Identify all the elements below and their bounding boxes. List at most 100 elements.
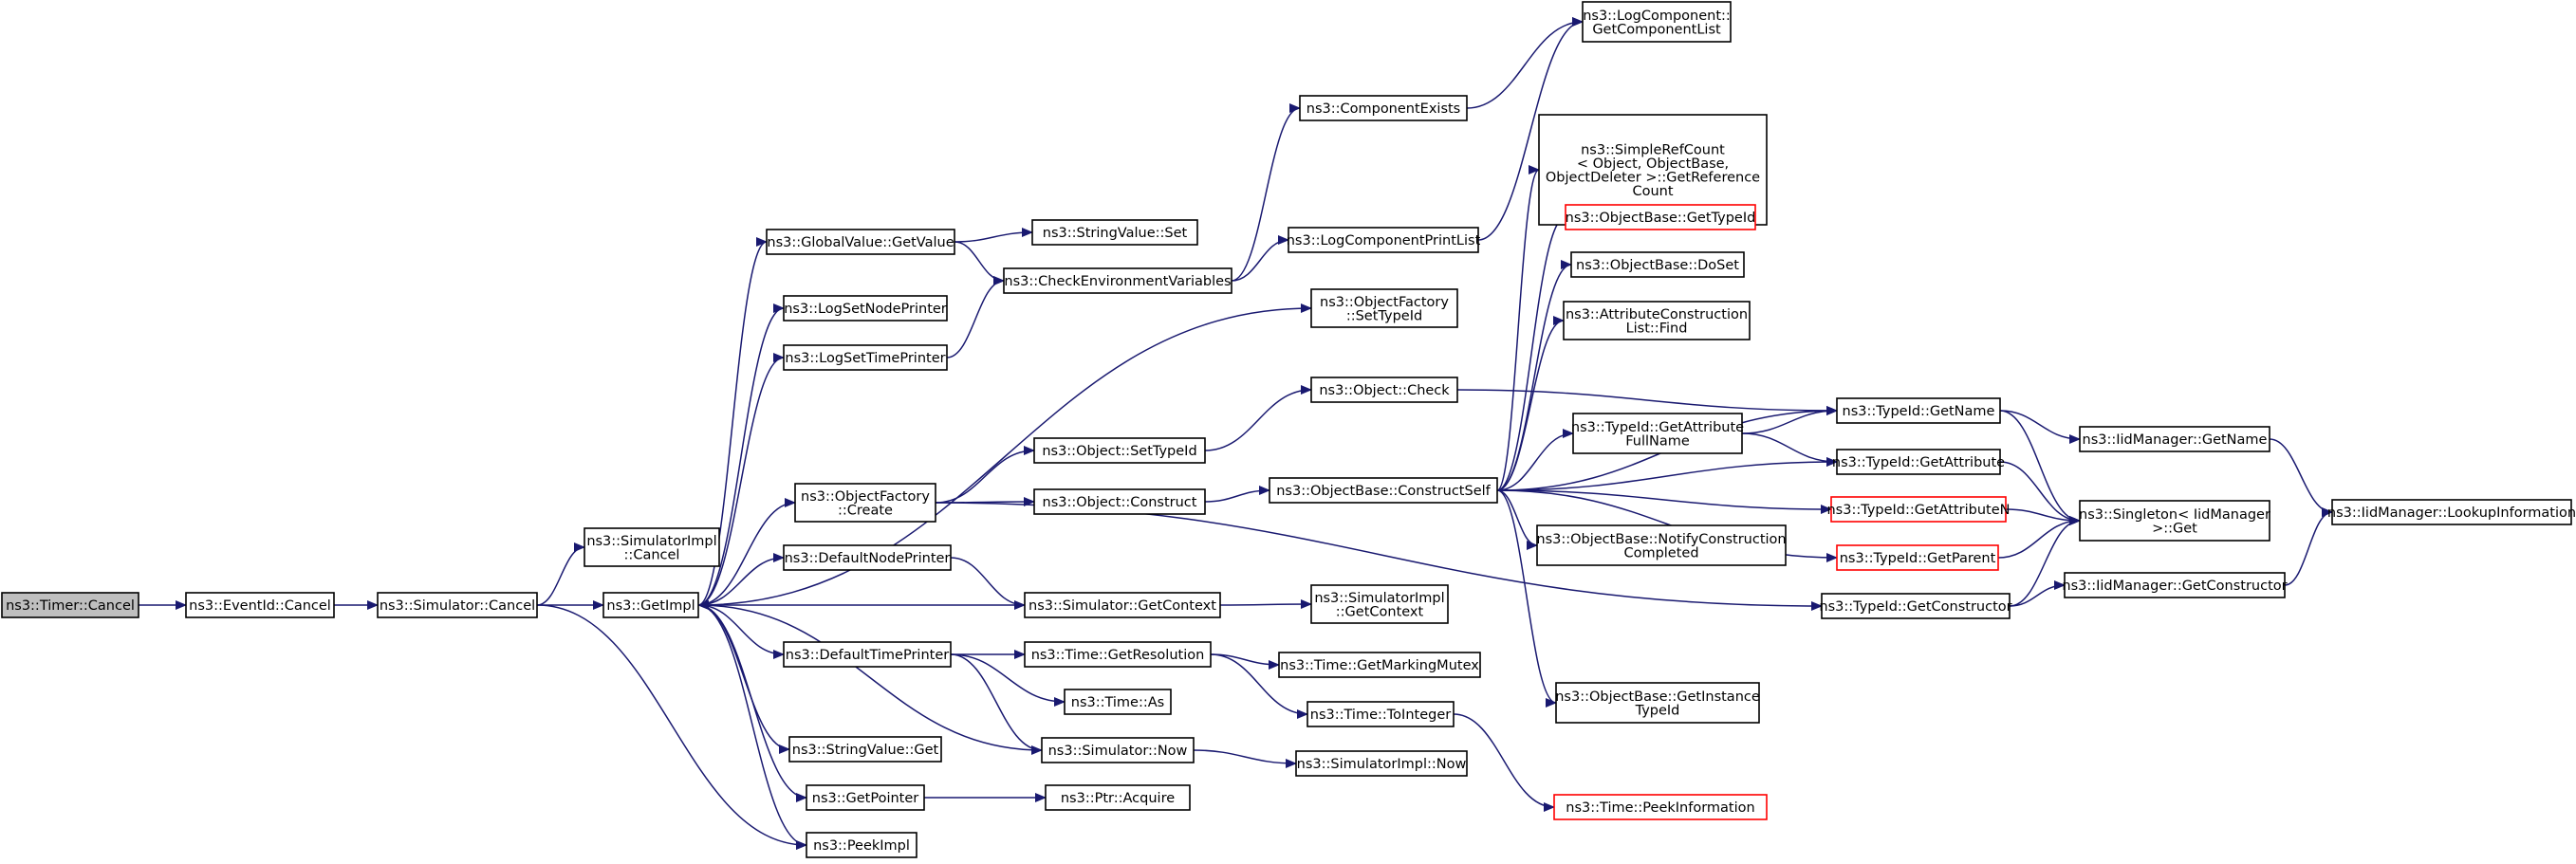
node-iid-lookupinformation[interactable]: ns3::IidManager::LookupInformation (2327, 499, 2576, 525)
node-time-as[interactable]: ns3::Time::As (1064, 689, 1172, 715)
node-simimpl-cancel[interactable]: ns3::SimulatorImpl::Cancel (584, 527, 720, 567)
node-box[interactable] (1, 592, 139, 618)
node-timer-cancel[interactable]: ns3::Timer::Cancel (1, 592, 139, 618)
node-box[interactable] (1310, 584, 1449, 624)
node-box[interactable] (1307, 701, 1455, 727)
node-box[interactable] (1830, 496, 2007, 523)
node-getpointer[interactable]: ns3::GetPointer (806, 784, 925, 811)
node-time-getresolution[interactable]: ns3::Time::GetResolution (1024, 641, 1212, 668)
node-time-getmarkingmutex[interactable]: ns3::Time::GetMarkingMutex (1278, 652, 1481, 678)
node-ob-notifyconstructioncompleted[interactable]: ns3::ObjectBase::NotifyConstructionCompl… (1536, 524, 1787, 566)
node-box[interactable] (1536, 524, 1787, 566)
node-box[interactable] (1821, 593, 2011, 619)
node-ptr-acquire[interactable]: ns3::Ptr::Acquire (1045, 784, 1191, 811)
node-iid-getconstructor[interactable]: ns3::IidManager::GetConstructor (2062, 572, 2288, 598)
node-logsetnodeprinter[interactable]: ns3::LogSetNodePrinter (783, 295, 948, 322)
node-box[interactable] (1033, 488, 1206, 515)
node-obj-construct[interactable]: ns3::Object::Construct (1033, 488, 1206, 515)
node-typeid-getattributen[interactable]: ns3::TypeId::GetAttributeN (1826, 496, 2011, 523)
node-box[interactable] (1288, 227, 1479, 253)
node-ob-doset[interactable]: ns3::ObjectBase::DoSet (1570, 251, 1745, 278)
node-time-peekinformation[interactable]: ns3::Time::PeekInformation (1553, 794, 1768, 820)
node-getimpl[interactable]: ns3::GetImpl (602, 592, 699, 618)
node-box[interactable] (2079, 426, 2270, 452)
node-box[interactable] (1024, 592, 1221, 618)
node-logcomponentprintlist[interactable]: ns3::LogComponentPrintList (1287, 227, 1481, 253)
node-box[interactable] (1041, 737, 1195, 763)
node-obj-settypeid[interactable]: ns3::Object::SetTypeId (1033, 437, 1206, 464)
node-label: ::Cancel (624, 547, 680, 562)
node-checkenv[interactable]: ns3::CheckEnvironmentVariables (1003, 267, 1232, 294)
node-box[interactable] (1031, 219, 1198, 246)
node-box[interactable] (1572, 413, 1743, 454)
node-box[interactable] (1064, 689, 1172, 715)
node-box[interactable] (1310, 377, 1458, 403)
node-box[interactable] (783, 344, 948, 371)
node-ob-gettypeid[interactable]: ns3::ObjectBase::GetTypeId (1565, 204, 1756, 230)
node-iid-getname[interactable]: ns3::IidManager::GetName (2079, 426, 2270, 452)
node-box[interactable] (766, 229, 955, 255)
node-defaultnodeprinter[interactable]: ns3::DefaultNodePrinter (783, 544, 952, 571)
node-box[interactable] (788, 736, 942, 763)
node-box[interactable] (1278, 652, 1481, 678)
node-box[interactable] (1563, 301, 1751, 340)
node-stringvalue-get[interactable]: ns3::StringValue::Get (788, 736, 942, 763)
node-box[interactable] (2079, 500, 2270, 542)
node-box[interactable] (1553, 794, 1768, 820)
node-box[interactable] (1045, 784, 1191, 811)
node-logcomponent-getlist[interactable]: ns3::LogComponent::GetComponentList (1582, 1, 1732, 43)
node-typeid-getname[interactable]: ns3::TypeId::GetName (1836, 397, 2001, 424)
node-typeid-getconstructor[interactable]: ns3::TypeId::GetConstructor (1819, 593, 2012, 619)
node-box[interactable] (1836, 544, 1999, 571)
node-gv-getvalue[interactable]: ns3::GlobalValue::GetValue (766, 229, 955, 255)
node-time-tointeger[interactable]: ns3::Time::ToInteger (1307, 701, 1455, 727)
node-box[interactable] (1033, 437, 1206, 464)
node-box[interactable] (2064, 572, 2286, 598)
node-box[interactable] (1024, 641, 1212, 668)
node-box[interactable] (1269, 477, 1498, 504)
node-box[interactable] (783, 641, 952, 668)
node-typeid-getparent[interactable]: ns3::TypeId::GetParent (1836, 544, 1999, 571)
node-box[interactable] (1836, 397, 2001, 424)
node-box[interactable] (806, 832, 917, 858)
node-sim-cancel[interactable]: ns3::Simulator::Cancel (377, 592, 538, 618)
node-box[interactable] (794, 483, 936, 523)
node-box[interactable] (602, 592, 699, 618)
node-box[interactable] (1003, 267, 1232, 294)
node-box[interactable] (1565, 204, 1756, 230)
node-box[interactable] (1582, 1, 1732, 43)
node-ob-constructself[interactable]: ns3::ObjectBase::ConstructSelf (1269, 477, 1498, 504)
node-stringvalue-set[interactable]: ns3::StringValue::Set (1031, 219, 1198, 246)
node-label: ns3::ObjectBase::NotifyConstruction (1536, 532, 1786, 547)
node-box[interactable] (806, 784, 925, 811)
node-box[interactable] (1836, 449, 2001, 475)
node-defaulttimeprinter[interactable]: ns3::DefaultTimePrinter (783, 641, 952, 668)
node-box[interactable] (584, 527, 720, 567)
node-peekimpl[interactable]: ns3::PeekImpl (806, 832, 917, 858)
node-box[interactable] (1555, 682, 1760, 724)
node-box[interactable] (1570, 251, 1745, 278)
node-of-settypeid[interactable]: ns3::ObjectFactory::SetTypeId (1310, 288, 1458, 328)
node-box[interactable] (1295, 750, 1468, 777)
node-box[interactable] (377, 592, 538, 618)
node-box[interactable] (783, 544, 952, 571)
node-box[interactable] (1310, 288, 1458, 328)
node-sim-getcontext[interactable]: ns3::Simulator::GetContext (1024, 592, 1221, 618)
node-box[interactable] (783, 295, 948, 322)
node-obj-check[interactable]: ns3::Object::Check (1310, 377, 1458, 403)
node-eventid-cancel[interactable]: ns3::EventId::Cancel (185, 592, 335, 618)
node-logsettimeprinter[interactable]: ns3::LogSetTimePrinter (783, 344, 948, 371)
node-sim-now[interactable]: ns3::Simulator::Now (1041, 737, 1195, 763)
node-box[interactable] (1299, 95, 1468, 121)
node-of-create[interactable]: ns3::ObjectFactory::Create (794, 483, 936, 523)
node-typeid-getattribute[interactable]: ns3::TypeId::GetAttribute (1832, 449, 2005, 475)
node-singleton-get[interactable]: ns3::Singleton< IidManager >::Get (2079, 500, 2270, 542)
node-componentexists[interactable]: ns3::ComponentExists (1299, 95, 1468, 121)
node-box[interactable] (2331, 499, 2572, 525)
node-simimpl-getcontext[interactable]: ns3::SimulatorImpl::GetContext (1310, 584, 1449, 624)
node-simimpl-now[interactable]: ns3::SimulatorImpl::Now (1295, 750, 1468, 777)
node-box[interactable] (185, 592, 335, 618)
